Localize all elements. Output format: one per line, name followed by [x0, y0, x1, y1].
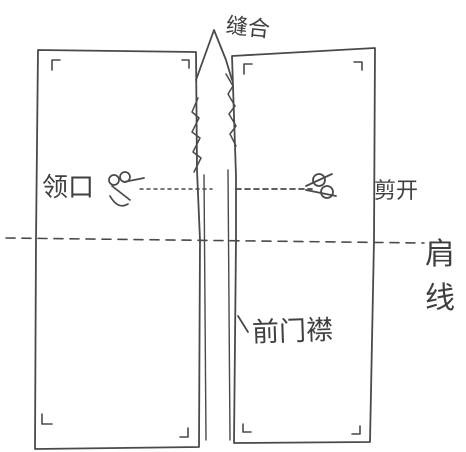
- shoulder-line-label-bottom: 线: [425, 281, 455, 316]
- scissors-icon: [108, 171, 145, 207]
- left-panel-corner-top-left: [51, 59, 61, 71]
- right-panel-corner-top-right: [353, 61, 363, 71]
- left-panel-outline: [34, 49, 201, 450]
- seam-peak: [195, 29, 233, 81]
- right-panel-corner-bottom-left: [242, 423, 252, 433]
- cut-label: 剪开: [374, 179, 418, 204]
- right-panel-outline: [231, 47, 376, 444]
- collar-label: 领口: [42, 173, 94, 203]
- scissors-icon: [305, 173, 337, 199]
- shoulder-line-label-top: 肩: [425, 237, 455, 272]
- left-panel-corner-bottom-left: [41, 413, 53, 425]
- right-panel-corner-bottom-right: [351, 425, 361, 435]
- placket-mark: [237, 315, 249, 333]
- right-panel-corner-top-left: [243, 63, 253, 75]
- front-placket-label: 前门襟: [252, 315, 334, 349]
- seam-stitches-right: [225, 73, 237, 147]
- center-fold-right: [227, 169, 231, 441]
- shoulder-line: [5, 237, 425, 244]
- center-fold-left: [203, 174, 207, 441]
- seam-label: 缝合: [225, 14, 271, 43]
- seam-stitches-left: [191, 97, 202, 173]
- left-panel-corner-top-right: [181, 59, 190, 69]
- left-panel-corner-bottom-right: [179, 427, 189, 438]
